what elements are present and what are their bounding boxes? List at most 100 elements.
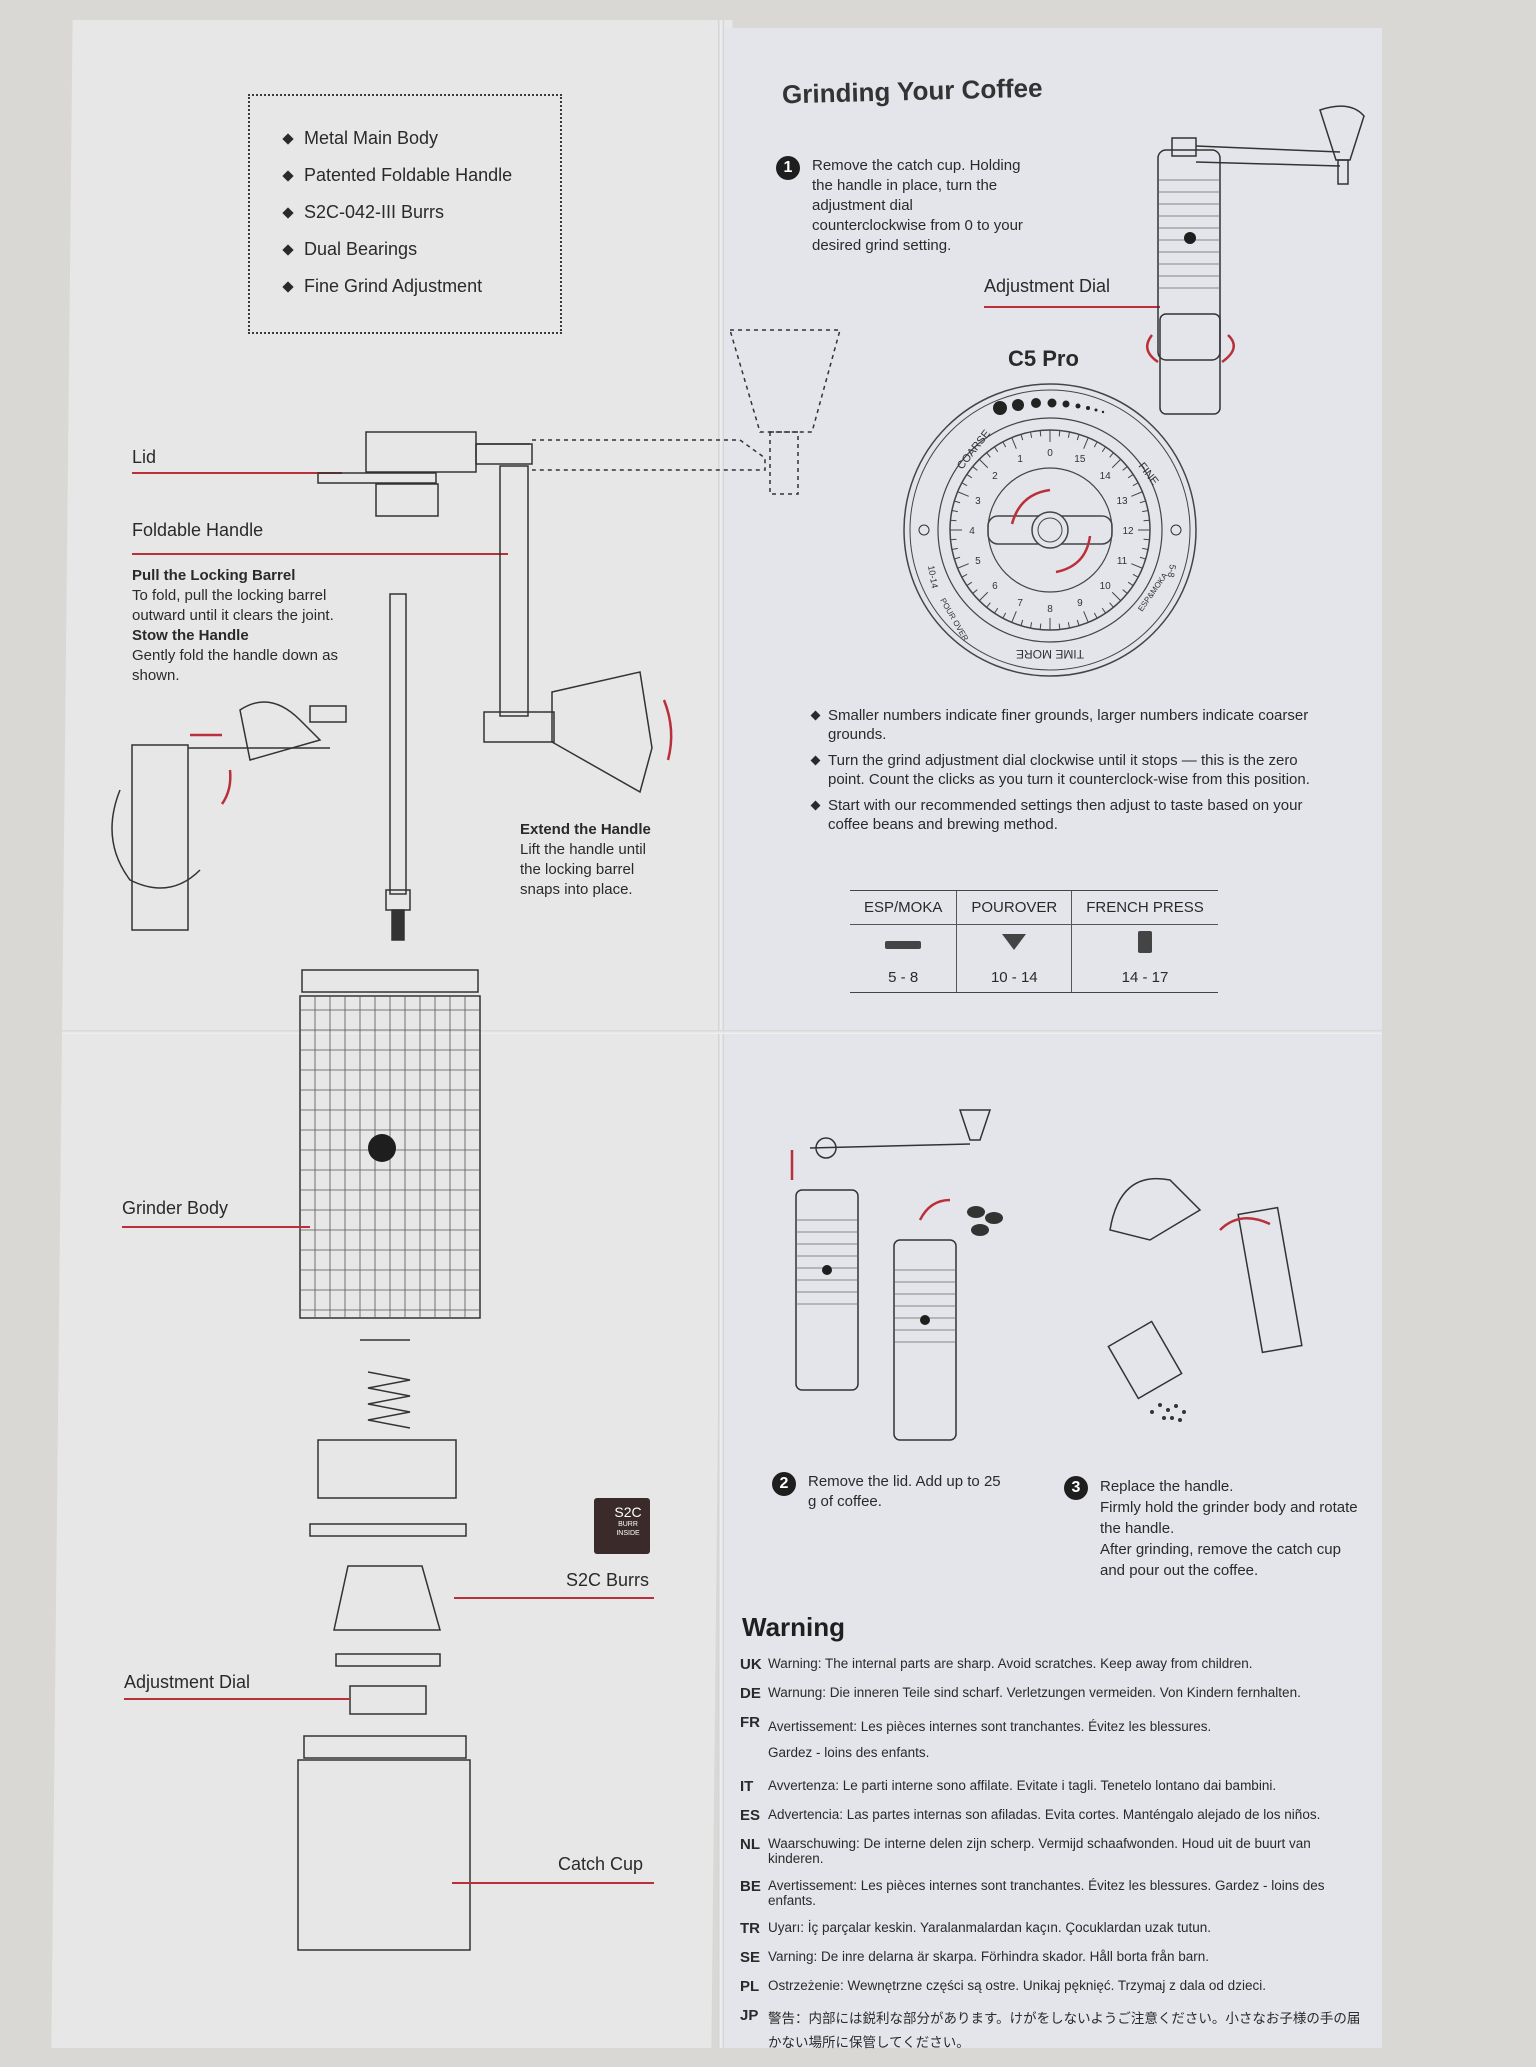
- dial-tick: [994, 446, 999, 453]
- stow-handle-text: Gently fold the handle down as shown.: [132, 647, 338, 684]
- dial-tick: [972, 466, 978, 471]
- lid-leader-line: [132, 472, 342, 474]
- pull-barrel-title: Pull the Locking Barrel: [132, 567, 296, 584]
- dial-tick: [1131, 563, 1143, 569]
- feature-item: S2C-042-III Burrs: [282, 194, 512, 231]
- dial-tick: [1142, 510, 1149, 513]
- dial-number: 8: [1047, 604, 1053, 615]
- burr-drawing: [333, 1565, 441, 1631]
- warning-text: Waarschuwing: De interne delen zijn sche…: [768, 1836, 1311, 1866]
- dial-number: 2: [992, 471, 998, 482]
- hand-folding-drawing: [111, 701, 347, 931]
- dial-number: 9: [1077, 598, 1083, 609]
- dial-leader-line: [124, 1698, 350, 1700]
- dial-tick: [1127, 474, 1134, 479]
- burrs-leader-line: [454, 1597, 654, 1599]
- dial-tick: [1030, 622, 1033, 629]
- dial-tick: [1139, 500, 1146, 504]
- feature-list: Metal Main Body Patented Foldable Handle…: [282, 120, 512, 305]
- cup-leader-line: [452, 1882, 654, 1884]
- pourover-dripper-icon: [1002, 934, 1027, 950]
- dial-tick: [1111, 591, 1122, 602]
- dial-tick: [1127, 581, 1134, 586]
- extend-handle-text: Lift the handle until the locking barrel…: [520, 841, 646, 898]
- ground-coffee-icon: [1150, 1403, 1186, 1422]
- language-code: DE: [740, 1685, 761, 1702]
- dial-tick: [1020, 619, 1024, 626]
- dial-tick: [950, 538, 957, 541]
- language-code: ES: [740, 1807, 761, 1824]
- extend-handle-title: Extend the Handle: [520, 821, 651, 838]
- pull-barrel-text: To fold, pull the locking barrel outward…: [132, 587, 334, 624]
- warning-text: Varning: De inre delarna är skarpa. Förh…: [768, 1949, 1209, 1964]
- table-header: POUROVER: [956, 891, 1072, 925]
- dial-tick: [966, 581, 973, 586]
- dial-tick: [961, 573, 968, 578]
- dial-number: 10: [1100, 581, 1112, 592]
- feature-text: Metal Main Body: [304, 128, 439, 148]
- dial-tick: [957, 563, 969, 569]
- dial-tick: [954, 556, 961, 560]
- dial-number: 14: [1100, 471, 1112, 482]
- adjustment-dial-callout: Adjustment Dial: [984, 276, 1111, 296]
- s2c-burr-badge: S2C BURR INSIDE: [594, 1498, 650, 1554]
- dial-tick: [1076, 434, 1080, 441]
- table-header: FRENCH PRESS: [1071, 891, 1218, 925]
- stow-handle-title: Stow the Handle: [132, 627, 249, 644]
- warning-row: SE Varning: De inre delarna är skarpa. Fö…: [740, 1949, 1370, 1966]
- dial-tick: [1076, 619, 1080, 626]
- dial-model-title: C5 Pro: [1008, 346, 1079, 371]
- dial-number: 13: [1117, 496, 1129, 507]
- language-code: SE: [740, 1949, 761, 1966]
- dial-tick: [1002, 612, 1007, 619]
- step-3: 3 Replace the handle. Firmly hold the gr…: [1064, 1476, 1360, 1581]
- feature-item: Patented Foldable Handle: [282, 157, 512, 194]
- dial-tick: [1002, 441, 1007, 448]
- fold-arrow-icon: [220, 769, 232, 805]
- logo-badge-icon: [368, 1134, 396, 1162]
- dial-number: 1: [1017, 454, 1023, 465]
- dial-tick: [950, 519, 957, 522]
- dial-tick: [1109, 602, 1114, 608]
- shim-drawing: [335, 1653, 441, 1667]
- note-text: Turn the grind adjustment dial clockwise…: [828, 752, 1310, 788]
- dial-tick: [1067, 431, 1070, 438]
- dial-tick: [1101, 607, 1106, 614]
- dial-tick: [1093, 441, 1098, 448]
- extend-instructions: Extend the Handle Lift the handle until …: [520, 820, 670, 900]
- dial-number: 15: [1074, 454, 1086, 465]
- dial-tick: [1132, 482, 1139, 487]
- brand-label: TIME MORE: [1016, 647, 1084, 661]
- dial-number: 11: [1117, 556, 1128, 567]
- range-cell: 5 - 8: [888, 969, 919, 986]
- warning-text: Warning: The internal parts are sharp. A…: [768, 1656, 1253, 1671]
- badge-line1: S2C: [614, 1504, 642, 1520]
- diamond-bullet-icon: [810, 710, 821, 721]
- warning-text: Uyarı: İç parçalar keskin. Yaralanmalard…: [768, 1920, 1211, 1935]
- dial-tick: [951, 510, 958, 513]
- dial-tick: [1132, 573, 1139, 578]
- range-cell: 14 - 17: [1071, 963, 1218, 992]
- dial-tick: [1122, 589, 1128, 594]
- motion-arrows: [190, 699, 673, 805]
- note-text: Start with our recommended settings then…: [828, 797, 1303, 833]
- step-2: 2 Remove the lid. Add up to 25 g of coff…: [772, 1472, 1008, 1512]
- dial-tick: [966, 474, 973, 479]
- dial-number: 12: [1122, 526, 1134, 537]
- dial-tick: [1039, 430, 1042, 437]
- note-item: Smaller numbers indicate finer grounds, …: [810, 706, 1312, 744]
- dial-tick: [986, 452, 991, 458]
- grind-size-dots: [993, 398, 1105, 415]
- folded-handle-drawing: [483, 465, 653, 794]
- diamond-bullet-icon: [810, 755, 821, 766]
- step-3-line: Replace the handle.: [1100, 1478, 1234, 1495]
- dial-tick: [1067, 622, 1070, 629]
- dial-tick: [978, 458, 989, 469]
- dial-tick: [1093, 612, 1098, 619]
- badge-line3: INSIDE: [616, 1530, 640, 1537]
